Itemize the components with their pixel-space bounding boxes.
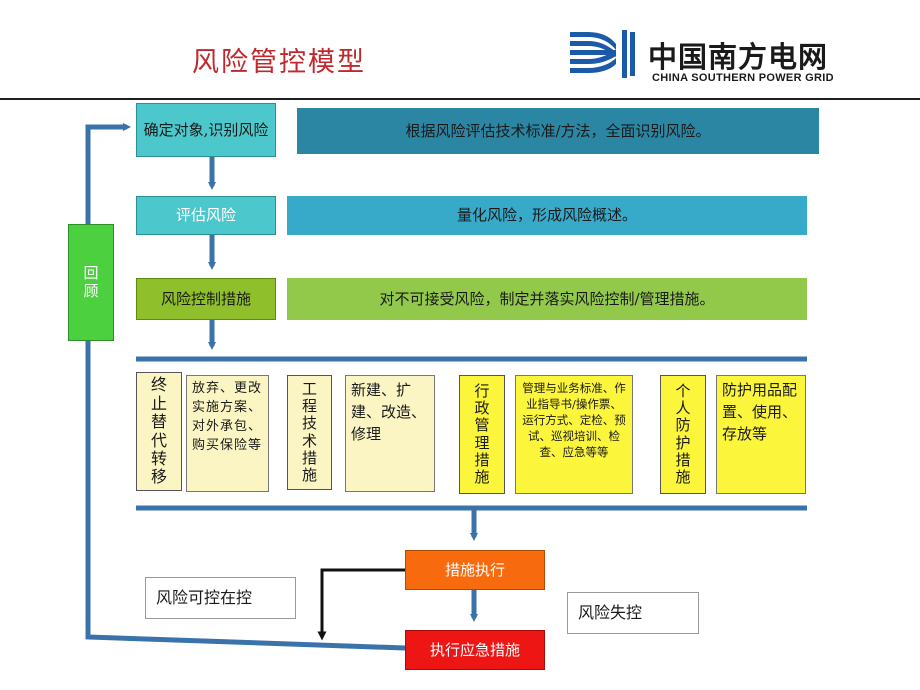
step-identify-description: 根据风险评估技术标准/方法，全面识别风险。 [297, 108, 819, 154]
feedback-loop-line [85, 123, 406, 651]
step-control-description: 对不可接受风险，制定并落实风险控制/管理措施。 [287, 278, 807, 320]
measure-category-terminate: 终止替代转移 [136, 372, 182, 491]
logo-english-name: CHINA SOUTHERN POWER GRID [652, 72, 834, 84]
measure-detail-engineering: 新建、扩建、改造、修理 [345, 375, 435, 492]
logo-chinese-name: 中国南方电网 [648, 40, 829, 74]
company-logo-icon [570, 30, 635, 78]
step-control: 风险控制措施 [136, 278, 276, 320]
page-title: 风险管控模型 [192, 47, 366, 78]
review-box: 回顾 [68, 224, 114, 341]
status-out-of-control: 风险失控 [567, 592, 699, 634]
step-assess: 评估风险 [136, 196, 276, 235]
execute-measures-box: 措施执行 [405, 550, 545, 590]
measure-detail-terminate: 放弃、更改实施方案、对外承包、购买保险等 [186, 375, 269, 492]
emergency-measures-box: 执行应急措施 [405, 630, 545, 670]
measure-category-personal: 个人防护措施 [660, 375, 706, 494]
arrow-in-control [317, 568, 405, 641]
step-assess-description: 量化风险，形成风险概述。 [287, 196, 807, 235]
measure-category-engineering: 工程技术措施 [287, 375, 332, 490]
measure-detail-personal: 防护用品配置、使用、存放等 [716, 375, 806, 494]
measure-category-administrative: 行政管理措施 [459, 375, 505, 494]
step-identify: 确定对象,识别风险 [136, 103, 276, 157]
status-in-control: 风险可控在控 [145, 577, 296, 619]
measure-detail-administrative: 管理与业务标准、作业指导书/操作票、运行方式、定检、预试、巡视培训、检查、应急等… [515, 375, 633, 494]
